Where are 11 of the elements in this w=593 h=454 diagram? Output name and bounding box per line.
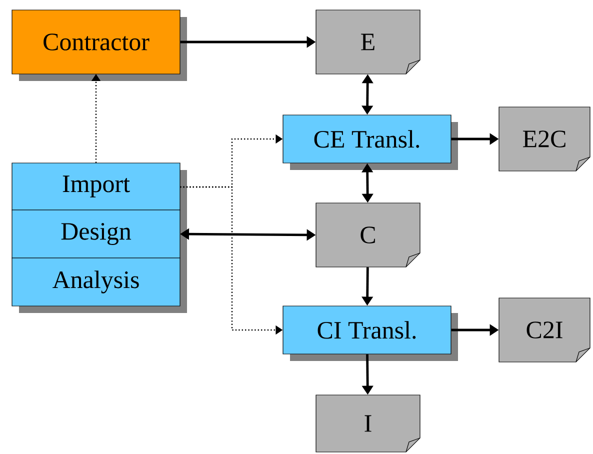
document-box: E2C [498,106,590,172]
process-box: Contractor [12,10,180,74]
process-box: CE Transl. [282,114,452,164]
module-box: Analysis [12,258,180,306]
document-box: C [316,202,420,268]
module-box: Import [12,162,180,210]
document-box: I [316,394,420,452]
module-box: Design [12,210,180,258]
document-box: E [316,10,420,74]
process-box: CI Transl. [282,306,452,354]
document-box: C2I [498,298,590,362]
